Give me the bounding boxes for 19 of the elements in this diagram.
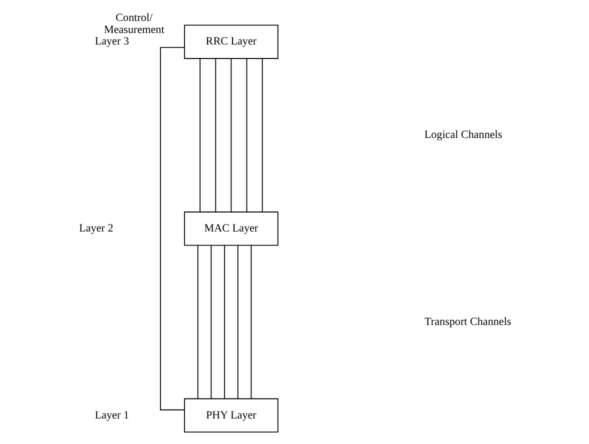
connector (236, 245, 238, 400)
label: Transport Channels (424, 316, 511, 328)
node-box: PHY Layer (184, 398, 278, 433)
label: Layer 3 (94, 36, 128, 48)
connector (196, 245, 198, 400)
label: Layer 2 (78, 222, 113, 235)
label: Logical Channels (424, 129, 502, 142)
node-box: RRC Layer (184, 24, 278, 59)
connector (261, 58, 262, 212)
connector (250, 245, 252, 400)
connector (210, 245, 212, 400)
node-box: MAC Layer (184, 212, 278, 246)
edge-label: Control/ Measurement (103, 12, 164, 36)
connector (230, 58, 232, 212)
connector (160, 46, 184, 410)
connector (199, 58, 200, 212)
connector (214, 58, 216, 212)
label: Layer 1 (94, 409, 128, 422)
connector (246, 58, 247, 212)
